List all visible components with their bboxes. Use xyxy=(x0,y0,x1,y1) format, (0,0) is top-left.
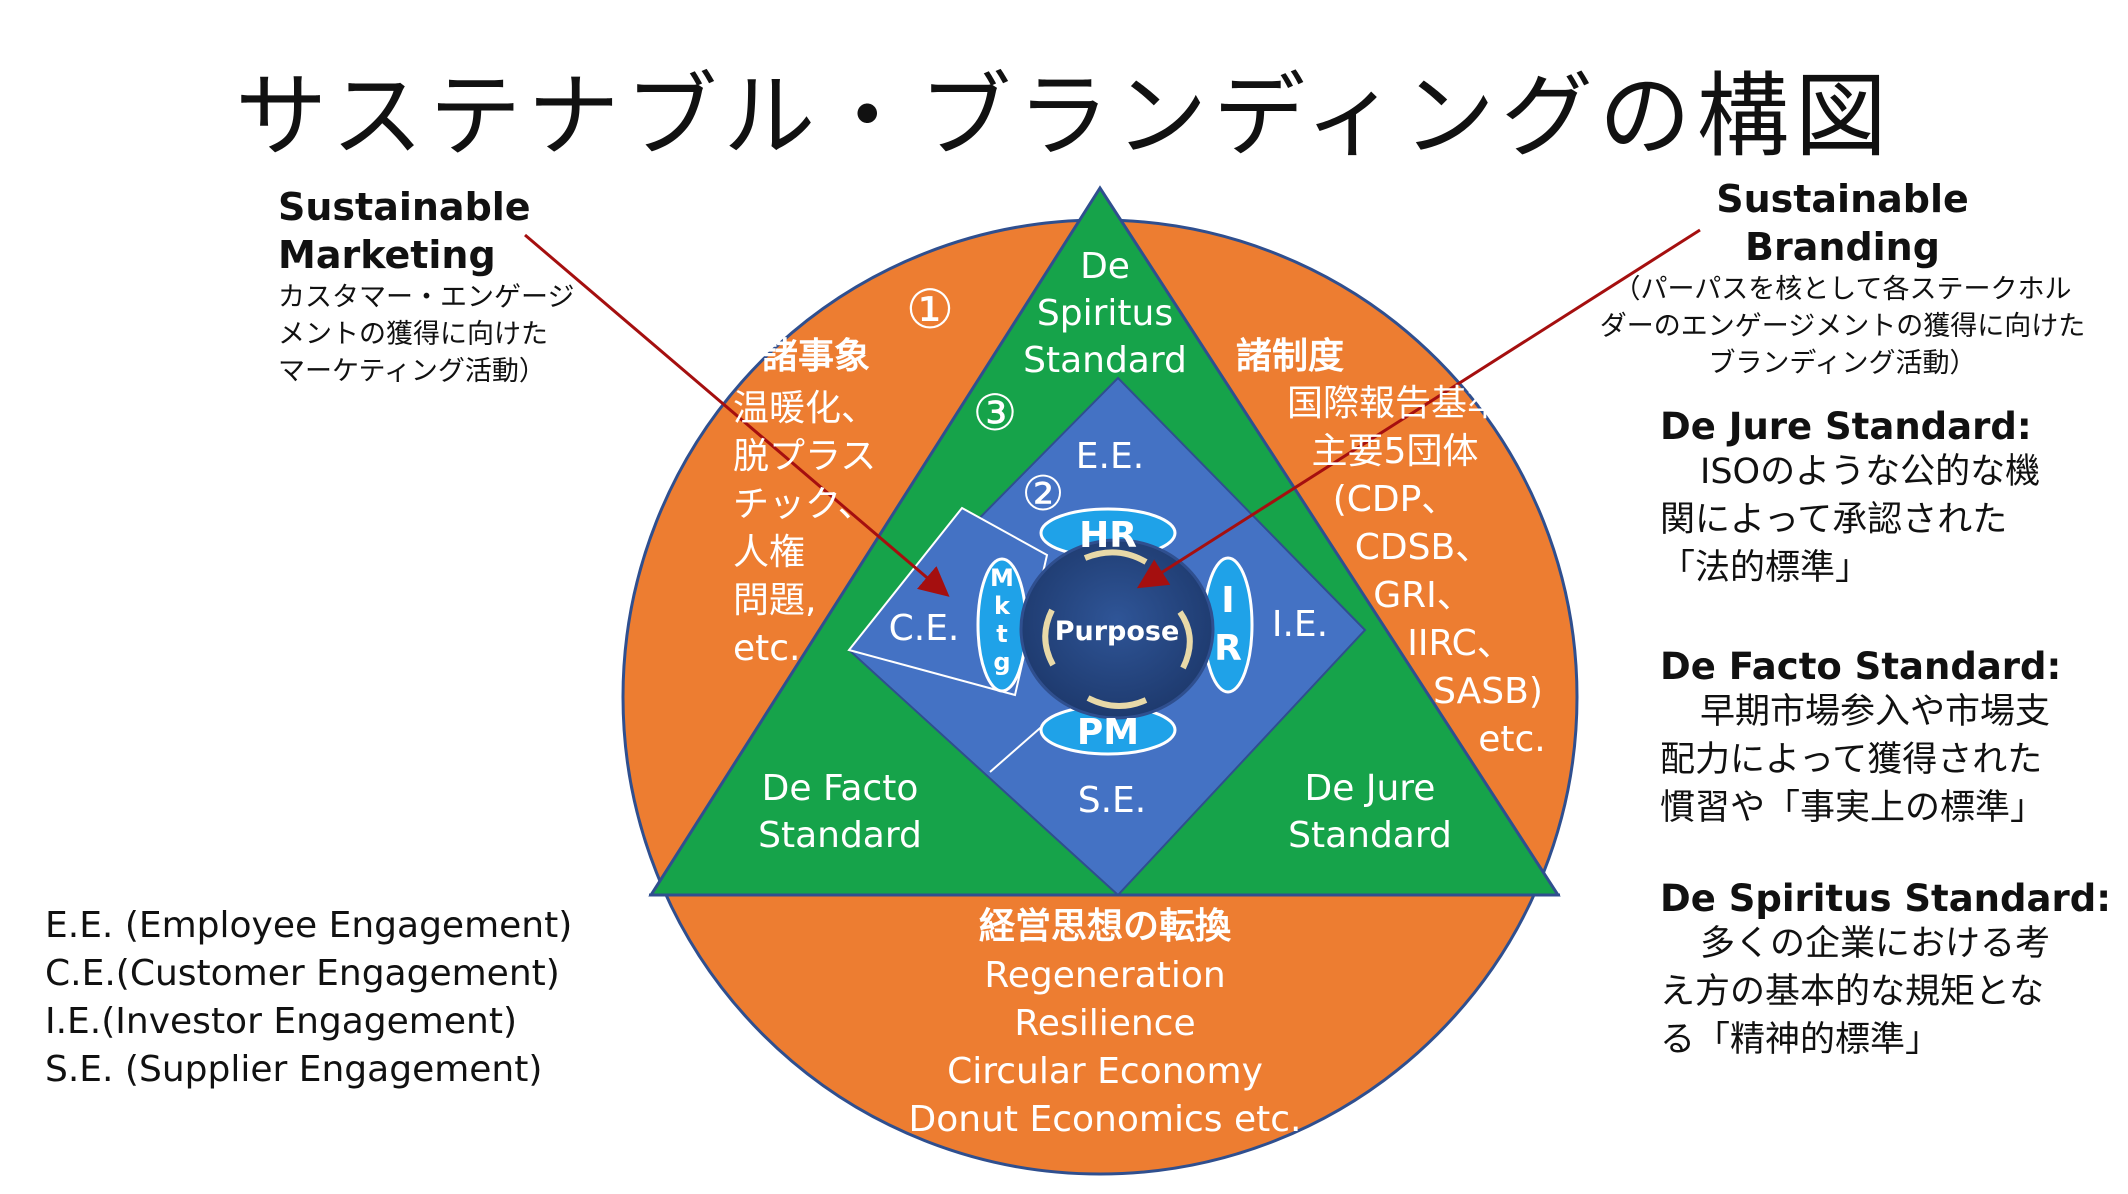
de-spiritus-colon: : xyxy=(2096,877,2111,920)
legend-ee: E.E. (Employee Engagement) xyxy=(45,905,573,946)
top-triangle-line-2: Spiritus xyxy=(1037,293,1173,334)
mktg-label-k: k xyxy=(994,592,1011,620)
diamond-right-label: I.E. xyxy=(1272,604,1328,645)
right-orange-line-7: SASB) xyxy=(1433,671,1543,712)
diamond-bottom-label: S.E. xyxy=(1078,780,1146,821)
pm-label: PM xyxy=(1077,712,1139,753)
de-facto-name: De Facto Standard xyxy=(1660,645,2047,688)
cycle-arrow-bottom xyxy=(1086,695,1148,709)
branding-sub-line-3: ブランディング活動） xyxy=(1708,348,1977,379)
mktg-label-g: g xyxy=(993,648,1010,676)
diamond-left-label: C.E. xyxy=(889,608,960,649)
page-title: サステナブル・ブランディングの構図 xyxy=(235,63,1893,170)
bottom-orange-heading: 経営思想の転換 xyxy=(979,906,1232,947)
branding-sub-line-1: （パーパスを核として各ステークホル xyxy=(1613,274,2072,305)
right-orange-line-8: etc. xyxy=(1478,719,1546,760)
right-orange-line-2: 主要5団体 xyxy=(1312,431,1479,472)
right-orange-line-3: (CDP、 xyxy=(1333,479,1458,520)
legend-ce: C.E.(Customer Engagement) xyxy=(45,953,560,994)
bottom-orange-line-2: Resilience xyxy=(1014,1003,1195,1044)
marketing-sub-line-3: マーケティング活動） xyxy=(278,356,546,387)
top-triangle-line-1: De xyxy=(1080,246,1130,287)
right-orange-line-5: GRI、 xyxy=(1373,575,1473,616)
standard-de-spiritus: De Spiritus Standard: 多くの企業における考 え方の基本的な… xyxy=(1660,877,2120,1064)
cycle-arrow-right xyxy=(1177,610,1193,670)
de-facto-line-1: De Facto xyxy=(762,768,919,809)
de-spiritus-name: De Spiritus Standard xyxy=(1660,877,2097,920)
bottom-orange-line-4: Donut Economics etc. xyxy=(909,1099,1302,1140)
marker-three: ③ xyxy=(973,384,1018,442)
svg-text:③: ③ xyxy=(973,384,1018,442)
ir-label-r: R xyxy=(1214,628,1242,669)
purpose-label: Purpose xyxy=(1055,616,1180,647)
sustainable-marketing-callout: Sustainable Marketing カスタマー・エンゲージ メントの獲得… xyxy=(278,183,658,390)
diamond-top-label: E.E. xyxy=(1076,436,1144,477)
marker-two: ② xyxy=(1021,466,1064,522)
cycle-arrow-left xyxy=(1042,608,1056,667)
de-facto-desc-1: 早期市場参入や市場支 xyxy=(1700,692,2051,732)
de-jure-desc-1: ISOのような公的な機 xyxy=(1700,452,2041,492)
bottom-orange-line-1: Regeneration xyxy=(984,955,1225,996)
de-jure-name: De Jure Standard xyxy=(1660,405,2017,448)
de-jure-colon: : xyxy=(2016,405,2032,448)
standard-de-facto: De Facto Standard: 早期市場参入や市場支 配力によって獲得され… xyxy=(1660,645,2120,832)
de-jure-desc-2: 関によって承認された xyxy=(1660,500,2008,540)
marker-one: ① xyxy=(906,278,954,341)
de-facto-line-2: Standard xyxy=(758,815,922,856)
marketing-sub-line-1: カスタマー・エンゲージ xyxy=(278,282,575,313)
de-spiritus-desc-1: 多くの企業における考 xyxy=(1700,924,2051,964)
right-orange-heading: 諸制度 xyxy=(1236,336,1344,377)
de-jure-line-2: Standard xyxy=(1288,815,1452,856)
branding-heading-line-2: Branding xyxy=(1745,225,1940,269)
engagement-legend: E.E. (Employee Engagement) C.E.(Customer… xyxy=(45,902,572,1094)
bottom-orange-line-3: Circular Economy xyxy=(947,1051,1263,1092)
marketing-arrow xyxy=(524,233,950,597)
left-orange-line-5: 問題, xyxy=(733,580,816,621)
cycle-arrow-top xyxy=(1083,549,1148,565)
left-orange-line-4: 人権 xyxy=(733,532,805,573)
left-orange-heading: 諸事象 xyxy=(762,336,870,377)
legend-ie: I.E.(Investor Engagement) xyxy=(45,1001,517,1042)
branding-sub-line-2: ダーのエンゲージメントの獲得に向けた xyxy=(1599,311,2086,342)
legend-se: S.E. (Supplier Engagement) xyxy=(45,1049,543,1090)
de-jure-desc-3: 「法的標準」 xyxy=(1660,548,1871,588)
hr-label: HR xyxy=(1079,515,1137,556)
right-orange-line-1: 国際報告基準 xyxy=(1287,383,1503,424)
left-orange-line-2: 脱プラス xyxy=(733,436,876,477)
de-facto-colon: : xyxy=(2046,645,2062,688)
de-jure-line-1: De Jure xyxy=(1305,768,1436,809)
left-orange-line-6: etc. xyxy=(733,628,801,669)
marketing-sub-line-2: メントの獲得に向けた xyxy=(278,319,548,350)
de-facto-desc-2: 配力によって獲得された xyxy=(1660,740,2043,780)
left-orange-line-1: 温暖化、 xyxy=(733,388,877,429)
sustainable-branding-callout: Sustainable Branding （パーパスを核として各ステークホル ダ… xyxy=(1565,175,2120,382)
branding-heading-line-1: Sustainable xyxy=(1716,177,1969,221)
marketing-heading-line-2: Marketing xyxy=(278,233,496,277)
right-orange-line-4: CDSB、 xyxy=(1355,527,1491,568)
de-spiritus-desc-3: る「精神的標準」 xyxy=(1660,1020,1941,1060)
top-triangle-line-3: Standard xyxy=(1023,340,1187,381)
mktg-label-m: M xyxy=(990,564,1014,592)
left-orange-line-3: チック、 xyxy=(733,484,874,525)
mktg-label-t: t xyxy=(996,620,1007,648)
branding-arrow xyxy=(1136,228,1701,589)
marketing-heading-line-1: Sustainable xyxy=(278,185,531,229)
ir-label-i: I xyxy=(1221,580,1234,621)
svg-text:②: ② xyxy=(1021,466,1064,522)
de-facto-desc-3: 慣習や「事実上の標準」 xyxy=(1660,788,2046,828)
svg-text:①: ① xyxy=(906,278,954,341)
standard-de-jure: De Jure Standard: ISOのような公的な機 関によって承認された… xyxy=(1660,405,2120,592)
ce-divider xyxy=(989,721,1048,773)
de-spiritus-desc-2: え方の基本的な規矩とな xyxy=(1660,972,2044,1012)
right-orange-line-6: IIRC、 xyxy=(1407,623,1513,664)
